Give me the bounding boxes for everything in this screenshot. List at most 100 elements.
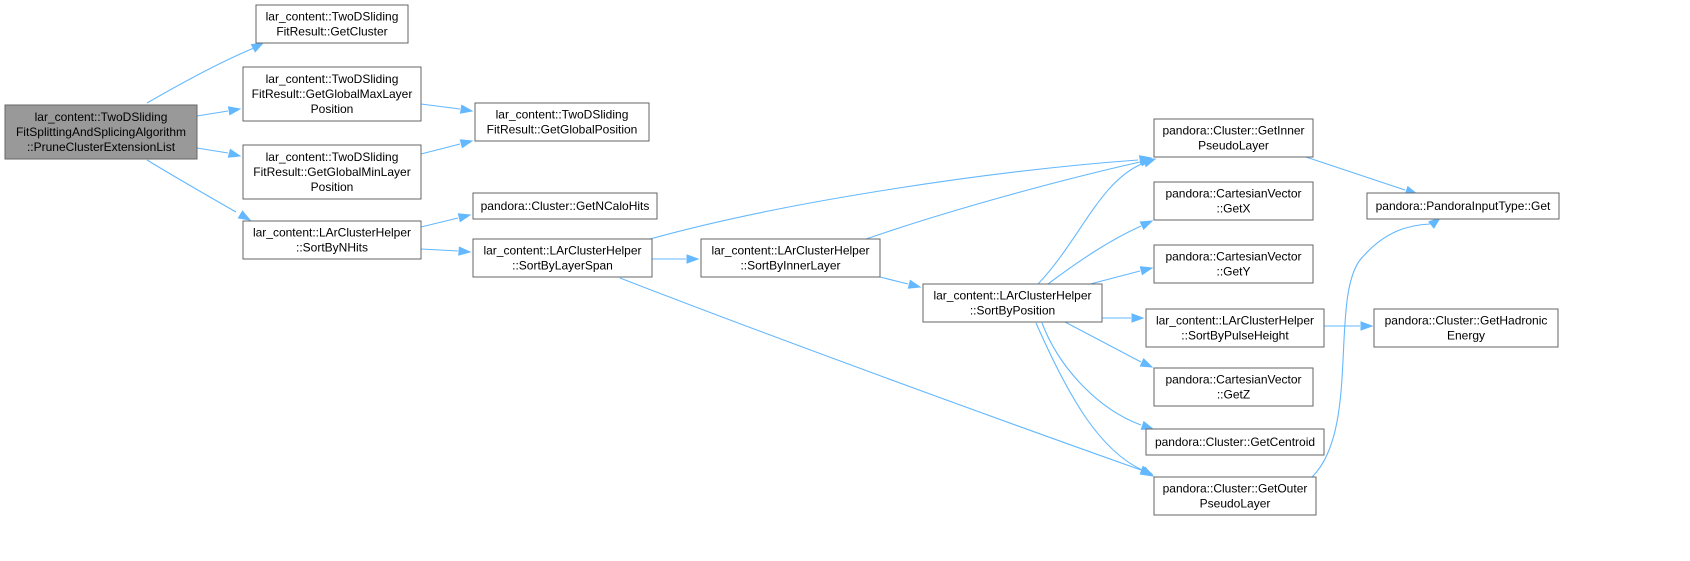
edge-root-to-getGlobalMaxLayerPosition xyxy=(196,106,242,117)
node-pandoraInputTypeGet[interactable]: pandora::PandoraInputType::Get xyxy=(1366,192,1560,220)
node-getY[interactable]: pandora::CartesianVector::GetY xyxy=(1153,244,1314,284)
edges-layer xyxy=(146,42,1442,478)
node-label-line: ::GetY xyxy=(1216,265,1250,279)
node-sortByPosition[interactable]: lar_content::LArClusterHelper::SortByPos… xyxy=(922,283,1103,323)
node-getGlobalPosition[interactable]: lar_content::TwoDSlidingFitResult::GetGl… xyxy=(474,102,650,142)
edge-getGlobalMaxLayerPosition-to-getGlobalPosition xyxy=(420,103,474,114)
edge-sortByInnerLayer-to-sortByPosition xyxy=(879,276,922,289)
edge-line xyxy=(1035,322,1143,471)
node-box xyxy=(4,104,198,160)
arrowhead-icon xyxy=(237,210,252,221)
node-box xyxy=(1153,118,1314,158)
node-box xyxy=(242,220,422,260)
edge-line xyxy=(865,161,1141,240)
node-box xyxy=(1153,476,1317,516)
edge-sortByNHits-to-getNCaloHits xyxy=(420,213,472,228)
node-box xyxy=(255,4,409,44)
arrowhead-icon xyxy=(250,42,265,53)
node-label-line: PseudoLayer xyxy=(1200,497,1271,511)
node-label-line: ::GetX xyxy=(1216,202,1250,216)
edge-root-to-getGlobalMinLayerPosition xyxy=(196,147,242,158)
node-box xyxy=(1373,308,1559,348)
node-label-line: pandora::Cluster::GetHadronic xyxy=(1385,314,1548,328)
node-box xyxy=(474,102,650,142)
node-label-line: Energy xyxy=(1447,329,1485,343)
node-label-line: ::PruneClusterExtensionList xyxy=(27,140,176,154)
node-box xyxy=(700,238,881,278)
node-label-line: lar_content::TwoDSliding xyxy=(266,72,399,86)
nodes-layer: lar_content::TwoDSlidingFitSplittingAndS… xyxy=(4,4,1560,516)
node-label-line: lar_content::LArClusterHelper xyxy=(253,226,411,240)
edge-getOuterPseudoLayer-to-pandoraInputTypeGet xyxy=(1311,217,1442,478)
node-label-line: pandora::CartesianVector xyxy=(1165,187,1301,201)
node-getGlobalMinLayerPosition[interactable]: lar_content::TwoDSlidingFitResult::GetGl… xyxy=(242,144,422,200)
node-label-line: lar_content::TwoDSliding xyxy=(266,150,399,164)
arrowhead-icon xyxy=(227,106,242,116)
node-sortByNHits[interactable]: lar_content::LArClusterHelper::SortByNHi… xyxy=(242,220,422,260)
node-box xyxy=(242,66,422,122)
arrowhead-icon xyxy=(459,139,474,149)
node-getX[interactable]: pandora::CartesianVector::GetX xyxy=(1153,181,1314,221)
node-getGlobalMaxLayerPosition[interactable]: lar_content::TwoDSlidingFitResult::GetGl… xyxy=(242,66,422,122)
node-box xyxy=(1366,192,1560,220)
edge-sortByNHits-to-sortByLayerSpan xyxy=(420,246,472,256)
node-sortByInnerLayer[interactable]: lar_content::LArClusterHelper::SortByInn… xyxy=(700,238,881,278)
node-label-line: ::SortByInnerLayer xyxy=(740,259,840,273)
node-box xyxy=(1145,428,1325,456)
node-sortByLayerSpan[interactable]: lar_content::LArClusterHelper::SortByLay… xyxy=(472,238,653,278)
node-label-line: ::SortByPosition xyxy=(970,304,1055,318)
node-box xyxy=(1145,308,1325,348)
node-label-line: pandora::CartesianVector xyxy=(1165,250,1301,264)
arrowhead-icon xyxy=(686,254,700,264)
edge-root-to-getCluster xyxy=(146,42,265,104)
node-label-line: pandora::Cluster::GetNCaloHits xyxy=(481,199,650,213)
edge-line xyxy=(420,103,461,110)
arrowhead-icon xyxy=(1131,313,1145,323)
arrowhead-icon xyxy=(1139,357,1154,368)
edge-line xyxy=(420,217,459,228)
node-label-line: FitResult::GetGlobalPosition xyxy=(487,123,638,137)
node-label-line: FitResult::GetGlobalMaxLayer xyxy=(252,87,413,101)
arrowhead-icon xyxy=(1142,158,1157,168)
arrowhead-icon xyxy=(1428,217,1442,229)
edge-line xyxy=(619,277,1142,471)
node-label-line: pandora::Cluster::GetCentroid xyxy=(1155,435,1315,449)
node-label-line: pandora::PandoraInputType::Get xyxy=(1376,199,1551,213)
node-label-line: lar_content::TwoDSliding xyxy=(266,10,399,24)
arrowhead-icon xyxy=(1140,420,1155,430)
node-getCluster[interactable]: lar_content::TwoDSlidingFitResult::GetCl… xyxy=(255,4,409,44)
node-label-line: lar_content::LArClusterHelper xyxy=(933,289,1091,303)
node-box xyxy=(472,238,653,278)
node-label-line: PseudoLayer xyxy=(1198,139,1269,153)
edge-root-to-sortByNHits xyxy=(146,159,252,221)
node-getNCaloHits[interactable]: pandora::Cluster::GetNCaloHits xyxy=(472,192,658,220)
node-getCentroid[interactable]: pandora::Cluster::GetCentroid xyxy=(1145,428,1325,456)
node-label-line: FitResult::GetGlobalMinLayer xyxy=(253,165,410,179)
node-label-line: pandora::CartesianVector xyxy=(1165,373,1301,387)
node-label-line: ::GetZ xyxy=(1217,388,1250,402)
node-label-line: lar_content::LArClusterHelper xyxy=(1156,314,1314,328)
arrowhead-icon xyxy=(458,246,472,256)
edge-line xyxy=(420,143,461,155)
node-box xyxy=(1153,181,1314,221)
node-label-line: Position xyxy=(311,180,354,194)
edge-line xyxy=(196,147,229,154)
edge-getGlobalMinLayerPosition-to-getGlobalPosition xyxy=(420,139,474,155)
node-label-line: lar_content::TwoDSliding xyxy=(35,110,168,124)
node-label-line: Position xyxy=(311,102,354,116)
edge-sortByPosition-to-getX xyxy=(1047,220,1154,285)
node-sortByPulseHeight[interactable]: lar_content::LArClusterHelper::SortByPul… xyxy=(1145,308,1325,348)
node-box xyxy=(922,283,1103,323)
node-label-line: pandora::Cluster::GetOuter xyxy=(1163,482,1308,496)
arrowhead-icon xyxy=(1140,466,1155,477)
arrowhead-icon xyxy=(227,148,242,158)
node-root: lar_content::TwoDSlidingFitSplittingAndS… xyxy=(4,104,198,160)
edge-sortByLayerSpan-to-getInnerPseudoLayer xyxy=(649,155,1153,240)
node-getZ[interactable]: pandora::CartesianVector::GetZ xyxy=(1153,367,1314,407)
arrowhead-icon xyxy=(457,213,472,223)
edge-sortByPosition-to-sortByPulseHeight xyxy=(1102,313,1145,323)
